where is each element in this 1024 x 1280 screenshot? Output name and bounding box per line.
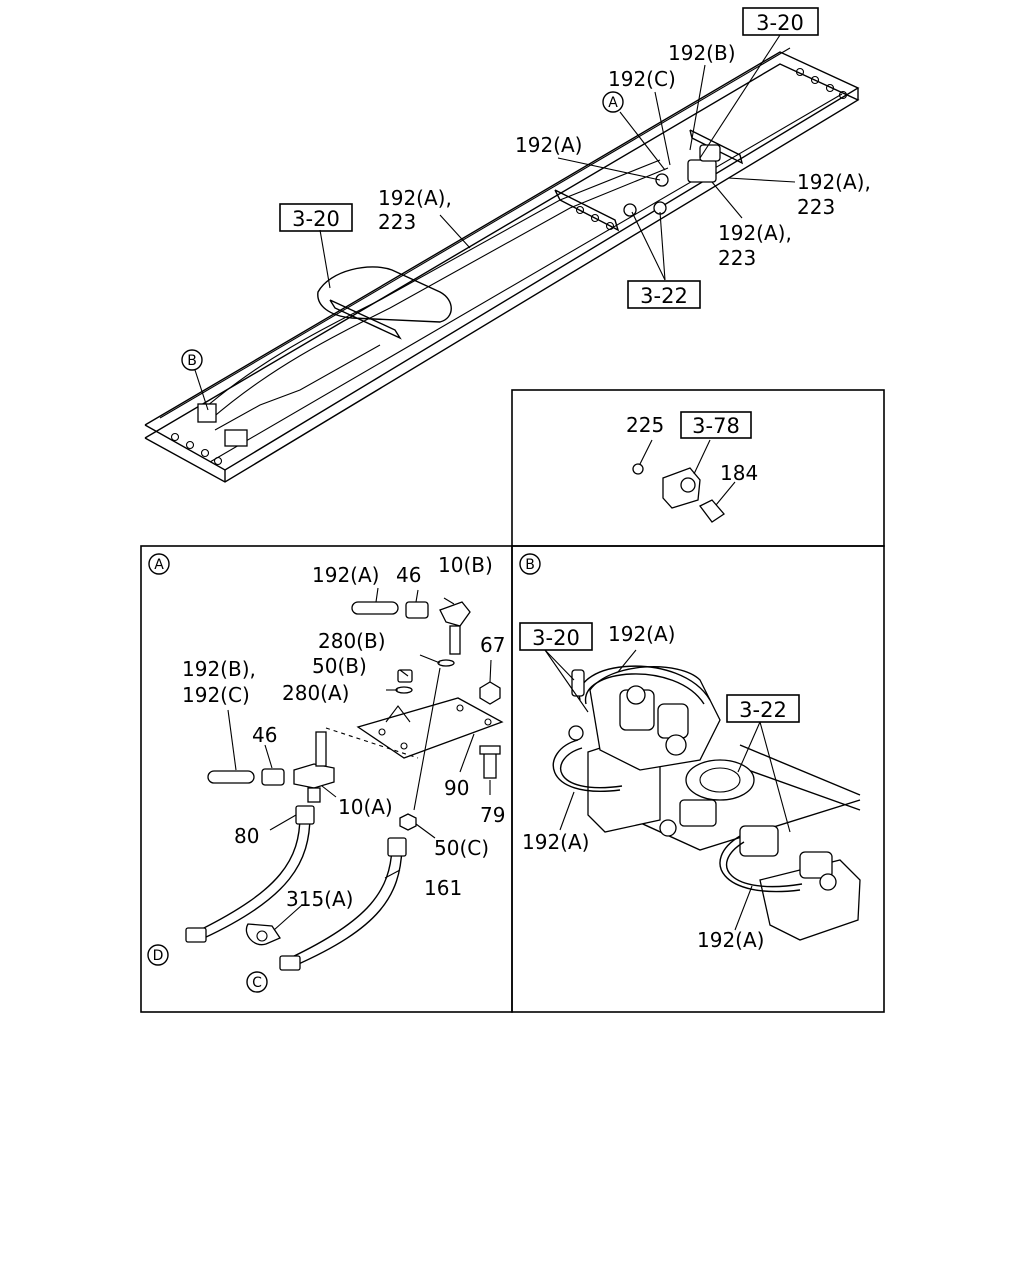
callout-b-main[interactable]: B [181,349,203,371]
panel-b-marker-text: B [525,557,535,573]
ref-3-22-mid-text: 3-22 [640,284,688,308]
panel-a-leaders [227,587,492,931]
ref-3-22-panel-b-text: 3-22 [739,698,787,722]
label-b-192a-bottom: 192(A) [697,928,764,952]
label-192a-223-left: 192(A), [378,186,452,210]
label-a-280a: 280(A) [282,681,349,705]
ref-box-3-22-panel-b[interactable]: 3-22 [726,694,800,723]
hose-end-d[interactable]: D [147,944,169,966]
hose-end-d-text: D [153,948,164,964]
label-223-right: 223 [797,195,835,219]
callout-a-main[interactable]: A [602,91,624,113]
label-b-192a-left: 192(A) [522,830,589,854]
hose-end-c[interactable]: C [246,971,268,993]
panel-b-marker: B [519,553,541,575]
label-a-10a: 10(A) [338,795,393,819]
bracket-drawing [632,439,736,523]
ref-box-3-20-panel-b[interactable]: 3-20 [519,622,593,651]
label-a-280b: 280(B) [318,629,386,653]
label-a-10b: 10(B) [438,553,493,577]
panel-b-frame [511,545,885,1013]
label-a-50b: 50(B) [312,654,367,678]
label-225: 225 [626,413,664,437]
frame-overview-drawing [144,47,860,483]
label-a-192c: 192(C) [182,683,250,707]
ref-3-20-left-text: 3-20 [292,207,340,231]
ref-box-3-78[interactable]: 3-78 [680,411,752,439]
frame-leader-lines [194,34,796,411]
ref-3-20-panel-b-text: 3-20 [532,626,580,650]
ref-box-3-20-left[interactable]: 3-20 [279,203,353,232]
label-a-315a: 315(A) [286,887,353,911]
label-192c: 192(C) [608,67,676,91]
ref-3-78-text: 3-78 [692,414,740,438]
ref-box-3-20-top[interactable]: 3-20 [742,7,819,36]
callout-b-main-text: B [187,353,197,369]
label-a-67: 67 [480,633,505,657]
panel-a-marker-text: A [154,557,164,573]
label-a-46-lower: 46 [252,723,277,747]
callout-a-main-text: A [608,95,618,111]
label-a-192b: 192(B), [182,657,256,681]
label-184: 184 [720,461,758,485]
label-192b: 192(B) [668,41,736,65]
label-223-left: 223 [378,210,416,234]
label-192a-223-right: 192(A), [797,170,871,194]
hose-end-c-text: C [252,975,262,991]
ref-box-3-22-mid[interactable]: 3-22 [627,280,701,309]
label-a-90: 90 [444,776,469,800]
panel-a-marker: A [148,553,170,575]
label-223-lower: 223 [718,246,756,270]
label-a-79: 79 [480,803,505,827]
label-a-80: 80 [234,824,259,848]
panel-a-drawing [185,601,504,971]
label-a-50c: 50(C) [434,836,489,860]
label-192a-main: 192(A) [515,133,582,157]
label-a-161: 161 [424,876,462,900]
label-a-192a: 192(A) [312,563,379,587]
panel-b-leaders [544,649,791,931]
panel-b-drawing [552,665,861,941]
ref-3-20-top-text: 3-20 [756,11,804,35]
label-b-192a-top: 192(A) [608,622,675,646]
label-a-46-top: 46 [396,563,421,587]
label-192a-223-lower: 192(A), [718,221,792,245]
